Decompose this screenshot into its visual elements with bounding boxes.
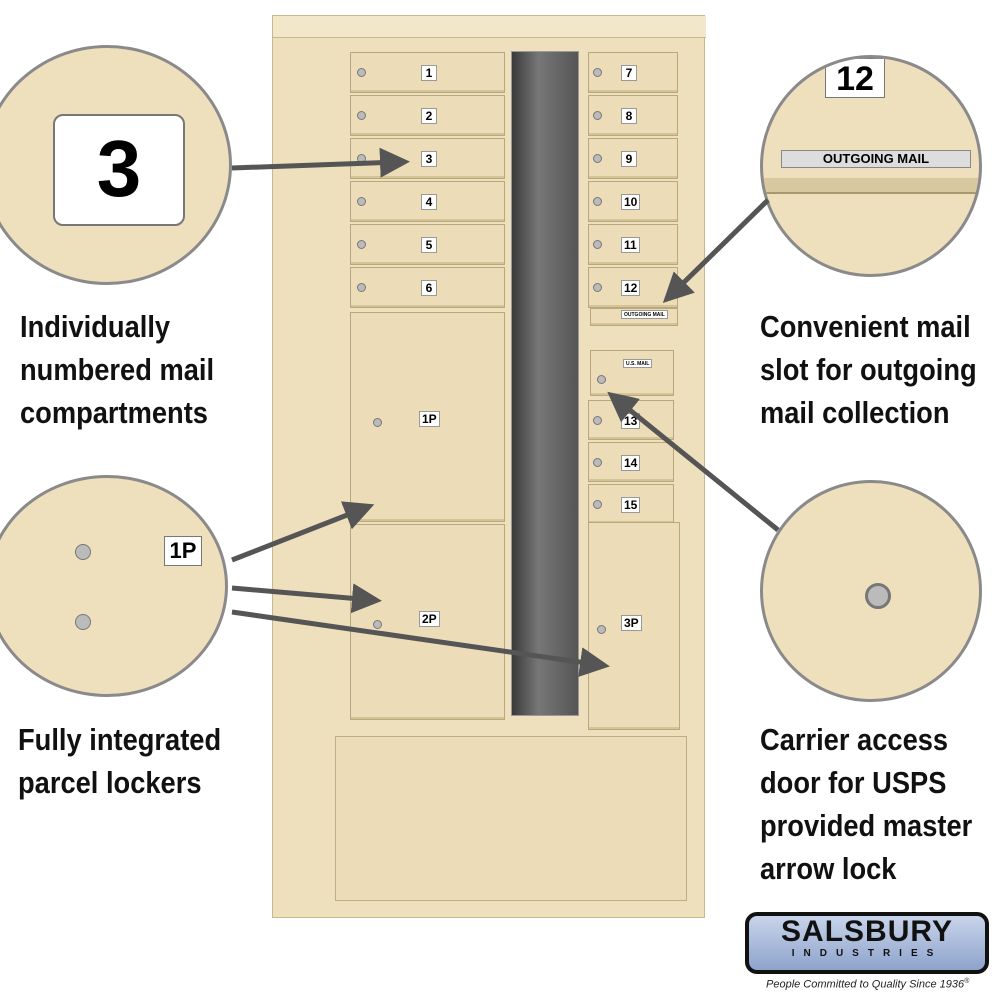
feature-parcel-lockers: Fully integrated parcel lockers [18, 718, 221, 804]
number-plate: 3 [53, 114, 185, 226]
arrow [662, 198, 770, 303]
mail-compartment-door[interactable]: 1 [350, 52, 505, 93]
outgoing-mail-label: OUTGOING MAIL [781, 150, 971, 168]
salsbury-logo: SALSBURY INDUSTRIES [745, 912, 989, 974]
arrow [231, 501, 375, 563]
mail-compartment-door[interactable]: 6 [350, 267, 505, 308]
mail-compartment-door[interactable]: 7 [588, 52, 678, 93]
feature-line: Convenient mail [760, 309, 971, 344]
lock-icon [593, 197, 602, 206]
mail-slot [763, 178, 979, 194]
mail-compartment-door[interactable]: 4 [350, 181, 505, 222]
mail-compartment-door[interactable]: 8 [588, 95, 678, 136]
compartment-number: 4 [421, 194, 437, 210]
lock-icon [593, 416, 602, 425]
compartment-number: 12 [621, 280, 641, 296]
callout-numbered-compartment: 3 [0, 45, 232, 285]
lock-icon [597, 625, 606, 634]
feature-line: parcel lockers [18, 765, 202, 800]
compartment-number: 10 [621, 194, 641, 210]
arrow [231, 583, 382, 614]
logo-sub: INDUSTRIES [791, 948, 943, 959]
feature-line: door for USPS [760, 765, 947, 800]
callout-parcel-locker: 1P [0, 475, 228, 697]
lock-icon [593, 283, 602, 292]
compartment-number: OUTGOING MAIL [621, 310, 668, 319]
lock-icon [75, 614, 91, 630]
compartment-number: 2P [419, 611, 440, 627]
compartment-number: 8 [621, 108, 637, 124]
lock-icon [357, 240, 366, 249]
arrow [231, 609, 610, 677]
logo-name: SALSBURY [781, 915, 953, 948]
lock-icon [593, 111, 602, 120]
open-center-compartment [511, 51, 579, 716]
lock-icon [75, 544, 91, 560]
mail-compartment-door[interactable]: 3 [350, 138, 505, 179]
feature-line: slot for outgoing [760, 352, 977, 387]
arrow [607, 391, 780, 532]
compartment-number: 3 [421, 151, 437, 167]
compartment-number: 3P [621, 615, 642, 631]
compartment-number: 14 [621, 455, 641, 471]
mail-compartment-door[interactable]: 10 [588, 181, 678, 222]
compartment-number: 1P [419, 411, 440, 427]
compartment-number: U.S. MAIL [623, 359, 653, 368]
compartment-number: 7 [621, 65, 637, 81]
carrier-access-door[interactable]: U.S. MAIL [590, 350, 674, 396]
feature-carrier-door: Carrier access door for USPS provided mast… [760, 718, 972, 890]
parcel-locker-door[interactable]: 2P [350, 524, 505, 720]
cabinet-top [273, 16, 706, 38]
lock-icon [593, 458, 602, 467]
feature-outgoing-slot: Convenient mail slot for outgoing mail col… [760, 305, 977, 434]
number-plate-12: 12 [825, 58, 885, 98]
feature-numbered-compartments: Individually numbered mail compartments [20, 305, 214, 434]
lock-icon [597, 375, 606, 384]
lock-icon [373, 418, 382, 427]
feature-line: numbered mail [20, 352, 215, 387]
mail-compartment-door[interactable]: 14 [588, 442, 674, 482]
mail-compartment-door[interactable]: 5 [350, 224, 505, 265]
compartment-number: 11 [621, 237, 640, 253]
lock-icon [357, 111, 366, 120]
mail-compartment-door[interactable]: 9 [588, 138, 678, 179]
feature-line: provided master [760, 808, 973, 843]
mail-compartment-door[interactable]: 11 [588, 224, 678, 265]
callout-outgoing-slot: 12 OUTGOING MAIL [760, 55, 982, 277]
arrow [231, 147, 410, 178]
feature-line: compartments [20, 395, 208, 430]
parcel-number-plate: 1P [164, 536, 202, 566]
cabinet-base [335, 736, 687, 901]
lock-icon [357, 197, 366, 206]
feature-line: arrow lock [760, 851, 897, 886]
lock-icon [593, 154, 602, 163]
tagline-text: People Committed to Quality Since 1936 [766, 978, 965, 991]
parcel-locker-door[interactable]: 3P [588, 522, 680, 730]
compartment-number: 15 [621, 497, 641, 513]
registered-mark: ® [964, 978, 970, 985]
lock-icon [593, 68, 602, 77]
outgoing-mail-slot[interactable]: OUTGOING MAIL [590, 308, 678, 326]
feature-line: mail collection [760, 395, 950, 430]
feature-line: Carrier access [760, 722, 949, 757]
lock-icon [357, 68, 366, 77]
lock-icon [593, 500, 602, 509]
mail-compartment-door[interactable]: 2 [350, 95, 505, 136]
compartment-number: 6 [421, 280, 437, 296]
arrow-lock-icon [865, 583, 891, 609]
lock-icon [593, 240, 602, 249]
compartment-number: 9 [621, 151, 637, 167]
compartment-number: 5 [421, 237, 437, 253]
compartment-number: 2 [421, 108, 437, 124]
feature-line: Fully integrated [18, 722, 222, 757]
logo-tagline: People Committed to Quality Since 1936® [766, 978, 969, 991]
callout-carrier-lock [760, 480, 982, 702]
compartment-number: 1 [421, 65, 437, 81]
lock-icon [357, 283, 366, 292]
feature-line: Individually [20, 309, 171, 344]
lock-icon [373, 620, 382, 629]
parcel-locker-door[interactable]: 1P [350, 312, 505, 522]
